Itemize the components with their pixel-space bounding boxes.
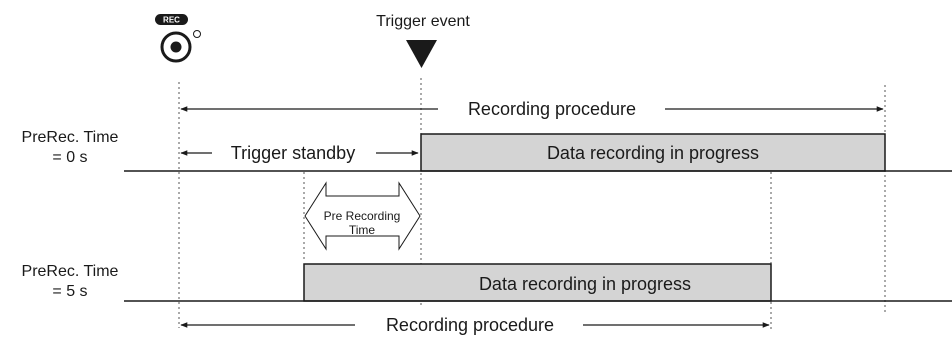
row2-label-line2: = 5 s — [52, 283, 87, 300]
row2-label-line1: PreRec. Time — [22, 263, 119, 280]
row1-recording-bar — [420, 133, 886, 172]
rec-button-icon: REC — [155, 14, 201, 63]
trigger-event-label: Trigger event — [376, 13, 470, 30]
row2-recording-bar — [303, 263, 772, 302]
trigger-triangle-icon — [406, 40, 437, 68]
row1-procedure-label: Recording procedure — [468, 99, 636, 119]
row1-recording-bar-label: Data recording in progress — [547, 143, 759, 163]
rec-badge-label: REC — [163, 16, 180, 25]
prerec-double-arrow — [304, 181, 421, 251]
row2-procedure-label: Recording procedure — [386, 315, 554, 335]
row1-label-line2: = 0 s — [52, 149, 87, 166]
row1-label-line1: PreRec. Time — [22, 129, 119, 146]
prerec-label-line1: Pre Recording — [324, 209, 401, 223]
prerec-label-line2: Time — [349, 223, 376, 237]
row2-recording-bar-label: Data recording in progress — [479, 274, 691, 294]
standby-label: Trigger standby — [231, 143, 355, 163]
